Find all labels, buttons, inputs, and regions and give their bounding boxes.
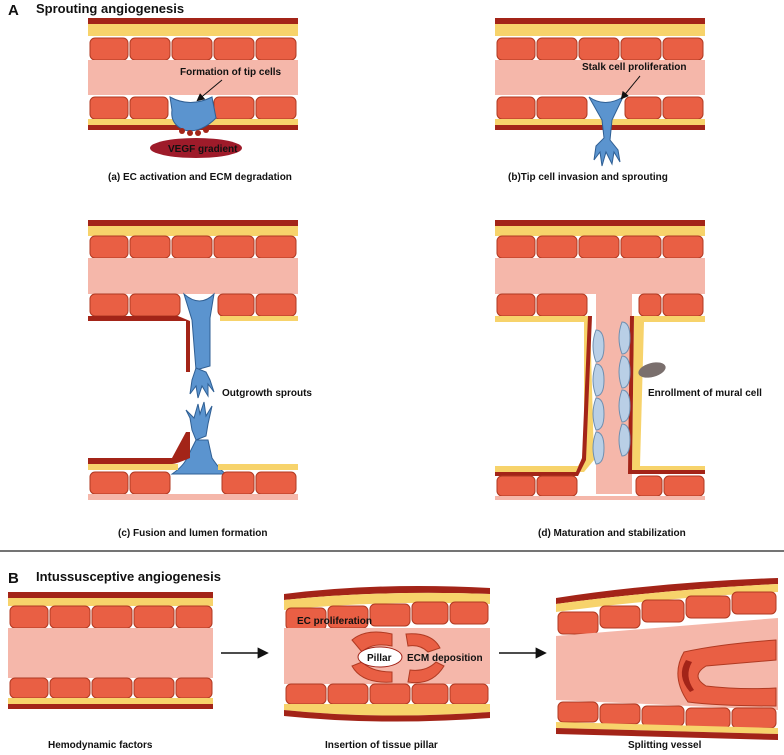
vessel-b3 (556, 578, 778, 740)
mural-cells-right (618, 321, 631, 457)
vessel-b (495, 18, 705, 167)
tip-cell-a (169, 96, 217, 132)
label-formation-of-tip-cells: Formation of tip cells (180, 67, 282, 78)
panel-b-title: Intussusceptive angiogenesis (36, 569, 221, 584)
label-ecm-deposition: ECM deposition (407, 653, 483, 664)
caption-c: (c) Fusion and lumen formation (118, 528, 267, 539)
label-vegf-gradient: VEGF gradient (168, 144, 238, 155)
vegf-gradient-shape (150, 138, 242, 158)
label-enrollment-of-mural-cell: Enrollment of mural cell (648, 388, 762, 399)
vessel-c (88, 220, 298, 500)
tip-sprout-bottom (185, 401, 213, 441)
tip-cell-b (588, 95, 625, 167)
label-stalk-cell-proliferation: Stalk cell proliferation (582, 62, 686, 73)
label-ec-proliferation: EC proliferation (297, 616, 372, 627)
vessel-d (495, 220, 705, 500)
arrow-tip-cells (196, 79, 223, 102)
vessel-a (88, 18, 298, 158)
vessel-b2 (284, 586, 490, 722)
stalk-sprout-top (183, 292, 215, 371)
panel-a-title: Sprouting angiogenesis (36, 1, 184, 16)
caption-b1: Hemodynamic factors (48, 740, 153, 751)
label-pillar: Pillar (367, 653, 392, 664)
mural-cells-left (592, 329, 605, 465)
tip-sprout-top (189, 367, 215, 399)
caption-b: (b)Tip cell invasion and sprouting (508, 172, 668, 183)
caption-d: (d) Maturation and stabilization (538, 528, 686, 539)
mural-cell-icon (638, 362, 666, 378)
panel-b-letter: B (8, 570, 19, 587)
panel-a-letter: A (8, 2, 19, 19)
caption-b2: Insertion of tissue pillar (325, 740, 438, 751)
label-outgrowth-sprouts: Outgrowth sprouts (222, 388, 312, 399)
vessel-b1 (8, 592, 213, 709)
pillar-shape (357, 646, 403, 668)
caption-b3: Splitting vessel (628, 740, 702, 751)
arrow-stalk-cells (620, 75, 641, 100)
caption-a: (a) EC activation and ECM degradation (108, 172, 292, 183)
